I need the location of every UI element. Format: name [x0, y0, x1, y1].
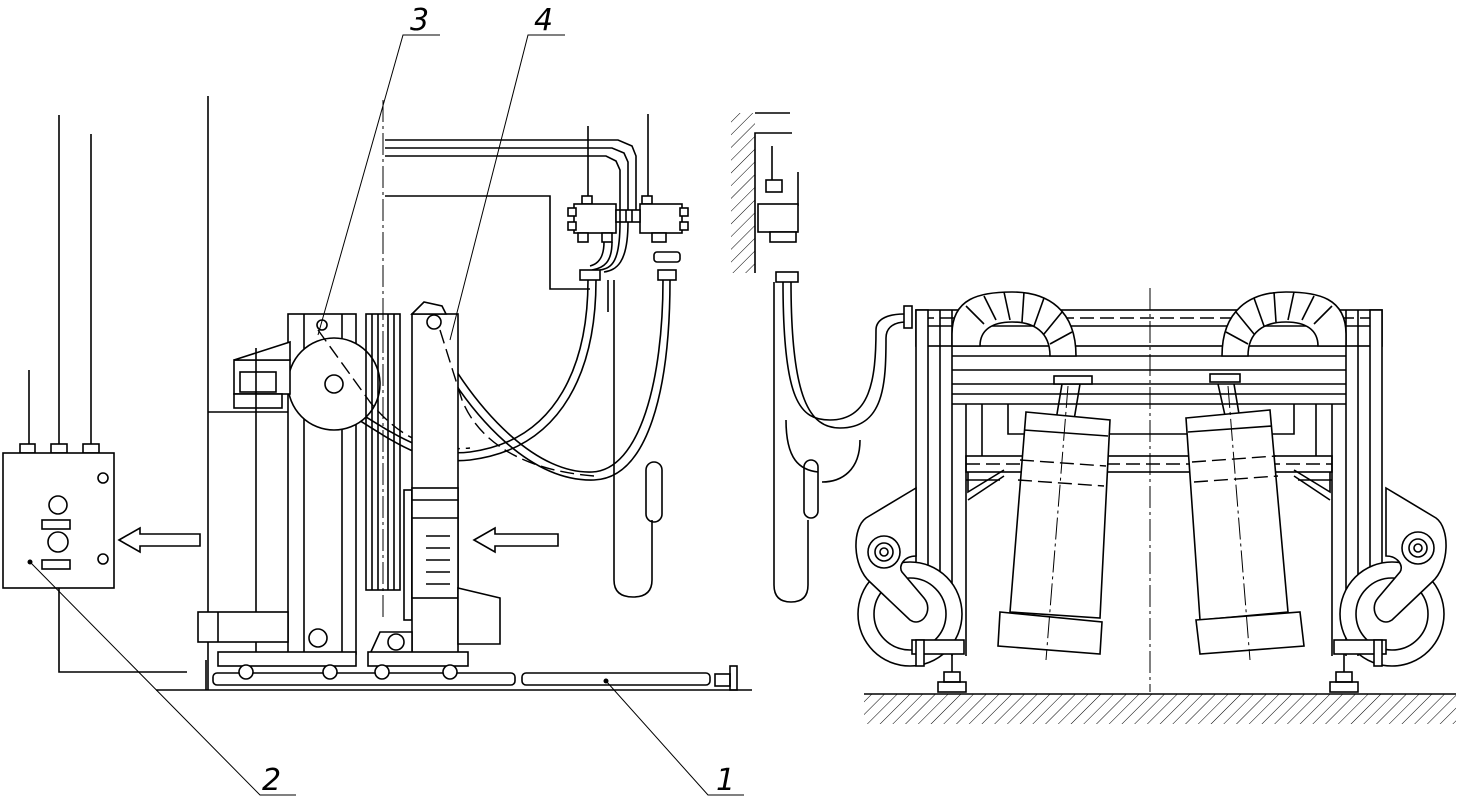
ground — [864, 693, 1456, 724]
callout-2: 2 — [262, 763, 281, 798]
callout-3: 3 — [410, 3, 429, 38]
wall — [731, 112, 792, 273]
left-view — [2, 34, 752, 796]
control-box — [2, 115, 187, 673]
rail — [205, 660, 738, 691]
carriage-right — [368, 301, 595, 655]
overhead-hoses — [385, 114, 649, 290]
carriage-base — [217, 651, 469, 680]
cable-arch-left — [951, 291, 1077, 357]
callout-4: 4 — [534, 3, 553, 38]
right-view — [731, 112, 1456, 724]
hanging-unit-right — [1185, 373, 1305, 661]
hanging-tong — [607, 280, 663, 598]
cable-hoses — [325, 279, 671, 481]
middle-plate — [365, 313, 413, 621]
wheel-assembly-left — [855, 486, 967, 693]
hanging-unit-left — [997, 375, 1111, 661]
arrow-left-2 — [472, 526, 559, 554]
wheel-assembly-right — [1329, 486, 1447, 693]
portal-frame — [915, 288, 1383, 692]
valve-block-left — [567, 195, 617, 243]
callout-1: 1 — [716, 763, 735, 798]
carriage-left — [197, 313, 471, 655]
cable-arch-right — [1221, 291, 1347, 357]
arrow-left-1 — [117, 526, 201, 554]
support-column — [207, 96, 384, 690]
wall-tong — [757, 146, 913, 603]
valve-hoses — [579, 221, 681, 281]
leader-lines — [29, 34, 744, 796]
